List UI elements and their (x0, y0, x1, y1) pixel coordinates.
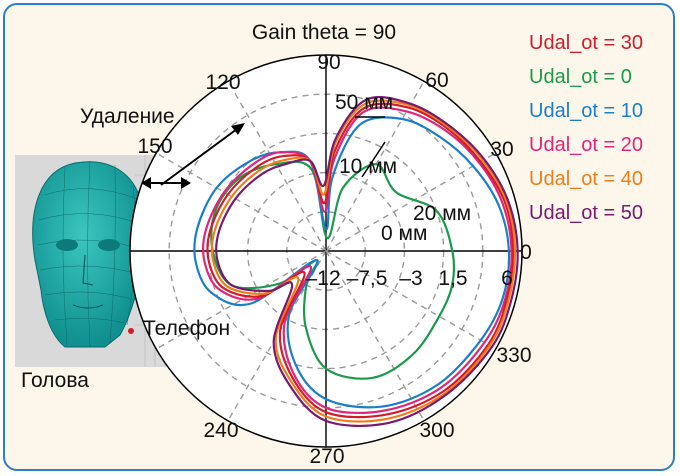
annotation-udalenie: Удаление (80, 105, 175, 128)
angle-label: 90 (317, 51, 340, 74)
angle-label: 270 (309, 445, 344, 468)
annotation-0mm: 0 мм (381, 222, 427, 245)
legend: Udal_ot = 30 Udal_ot = 0 Udal_ot = 10 Udal_… (529, 32, 643, 224)
legend-entry: Udal_ot = 40 (529, 168, 643, 190)
chart-title: Gain theta = 90 (252, 21, 396, 44)
radial-tick-label: –12 (305, 267, 340, 290)
angle-label: 30 (490, 138, 513, 161)
annotation-20mm: 20 мм (413, 202, 471, 225)
legend-entry: Udal_ot = 50 (529, 202, 643, 224)
series-line-4 (210, 99, 517, 423)
angle-label: 120 (205, 71, 240, 94)
legend-entry: Udal_ot = 0 (529, 66, 632, 88)
series-line-2 (201, 106, 513, 414)
series-curves (193, 96, 519, 428)
angle-labels: 0 30 60 90 120 150 240 270 300 330 (137, 51, 531, 468)
annotation-golova: Голова (21, 369, 89, 392)
angle-label: 60 (425, 69, 448, 92)
series-line-3 (206, 102, 515, 419)
angle-label: 240 (203, 419, 238, 442)
angle-label: 0 (520, 241, 532, 264)
legend-entry: Udal_ot = 10 (529, 100, 643, 122)
radial-tick-label: –3 (399, 267, 422, 290)
series-line-1 (193, 116, 511, 409)
angle-label: 330 (496, 344, 531, 367)
radial-tick-labels: –12 –7,5 –3 1,5 6 (305, 267, 512, 290)
series-line-0 (210, 160, 456, 380)
series-line-5 (215, 96, 519, 428)
annotation-telefon: Телефон (143, 317, 230, 340)
angle-label: 300 (419, 419, 454, 442)
annotation-50mm: 50 мм (335, 91, 393, 114)
radial-tick-label: 6 (501, 267, 513, 290)
legend-entry: Udal_ot = 30 (529, 32, 643, 54)
radial-tick-label: 1,5 (438, 267, 467, 290)
annotation-arrows (141, 116, 386, 189)
legend-entry: Udal_ot = 20 (529, 134, 643, 156)
radial-tick-label: –7,5 (347, 267, 388, 290)
angle-label: 150 (137, 135, 172, 158)
